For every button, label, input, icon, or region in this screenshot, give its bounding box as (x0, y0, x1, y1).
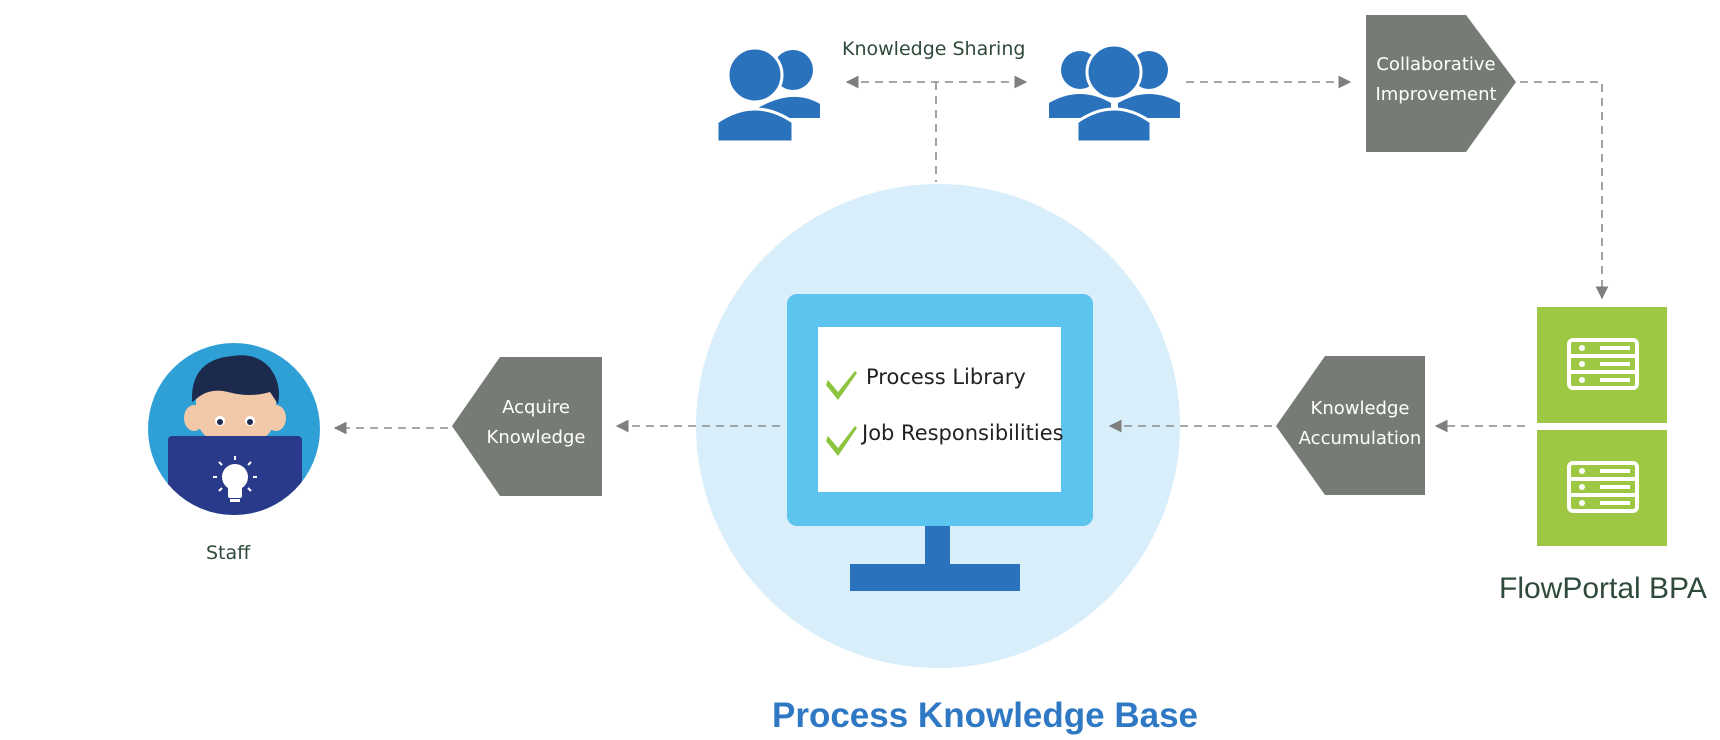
monitor-icon (787, 294, 1093, 591)
acquire-knowledge-label: Acquire Knowledge (472, 393, 600, 453)
screen-item-job-responsibilities: Job Responsibilities (862, 421, 1064, 445)
brand-label: FlowPortal BPA (1499, 572, 1707, 605)
collab-line-1: Collaborative (1376, 54, 1496, 75)
diagram-title: Process Knowledge Base (772, 696, 1198, 735)
collaborative-improvement-shape (1366, 15, 1516, 152)
knowledge-accumulation-shape (1276, 356, 1425, 495)
acquire-knowledge-shape (452, 357, 602, 496)
user-group-icon (1049, 43, 1180, 144)
check-icon (826, 426, 857, 456)
dashed-connectors (333, 75, 1609, 435)
accum-line-1: Knowledge (1310, 398, 1410, 419)
knowledge-sharing-label: Knowledge Sharing (842, 38, 1026, 60)
acquire-line-2: Knowledge (486, 427, 586, 448)
lightbulb-icon (213, 456, 257, 502)
screen-item-process-library: Process Library (866, 365, 1026, 389)
staff-avatar-icon (148, 343, 320, 515)
collaborative-improvement-label: Collaborative Improvement (1366, 50, 1506, 110)
accum-line-2: Accumulation (1298, 428, 1422, 449)
server-icon (1537, 307, 1667, 546)
collab-line-2: Improvement (1375, 84, 1497, 105)
check-icon (826, 371, 857, 400)
user-pair-icon (715, 46, 820, 144)
knowledge-accumulation-label: Knowledge Accumulation (1290, 394, 1430, 454)
acquire-line-1: Acquire (502, 397, 570, 418)
staff-label: Staff (206, 542, 251, 564)
collab-to-server-arrow (1520, 81, 1609, 300)
